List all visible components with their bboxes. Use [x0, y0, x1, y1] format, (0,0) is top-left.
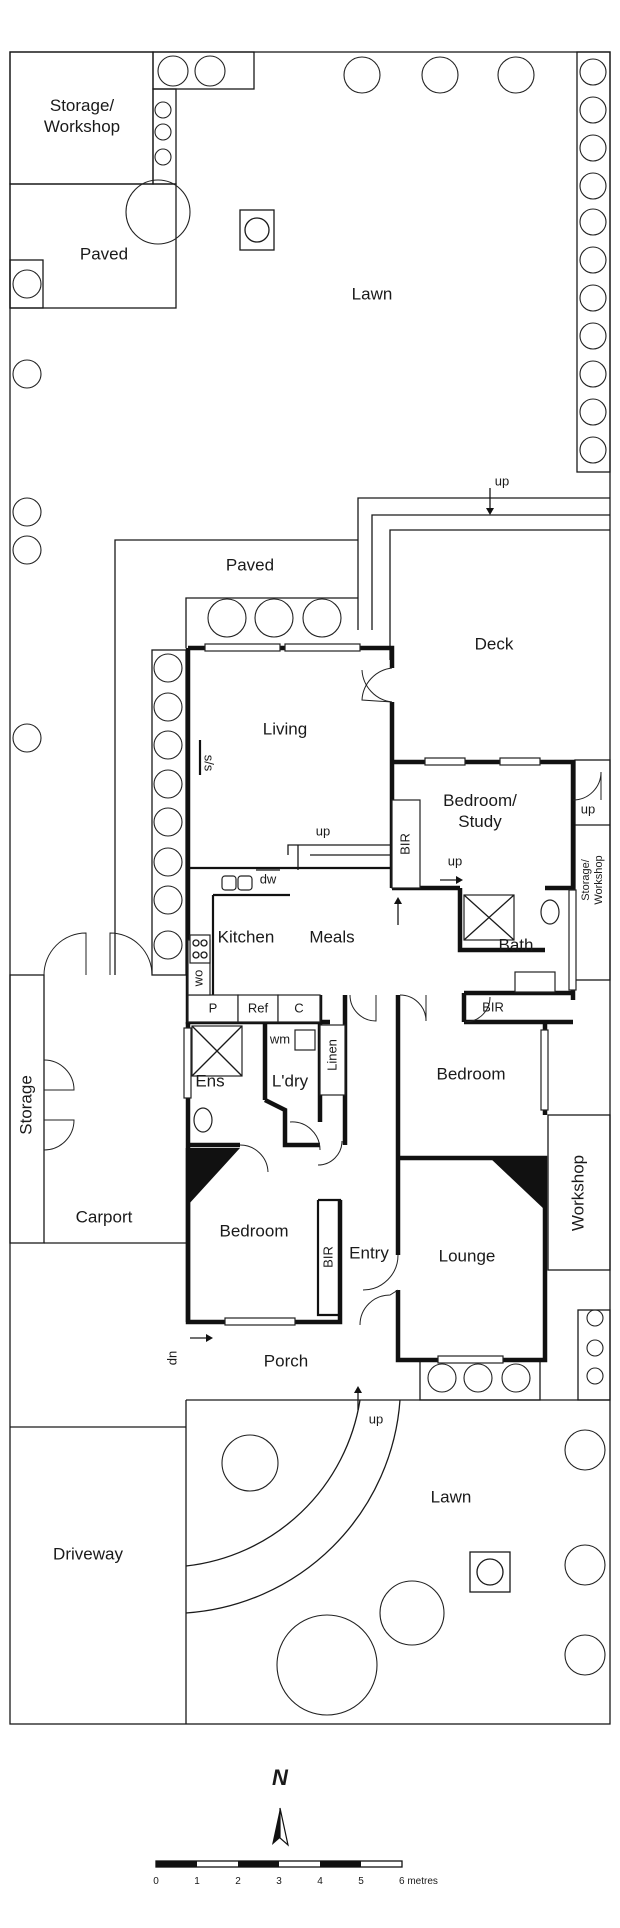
label-storage: Storage	[16, 1075, 35, 1135]
rear-planter-side	[152, 88, 177, 185]
washing-machine	[294, 1029, 316, 1051]
lounge-fireplace	[490, 1158, 545, 1210]
mid-planter-bed	[185, 597, 358, 648]
label-linen: Linen	[324, 1039, 339, 1071]
scale-tick-label: 1	[194, 1876, 200, 1887]
sink-bowl-2	[237, 875, 253, 891]
deck-step-outer	[357, 497, 610, 630]
label-dw: dw	[260, 871, 277, 886]
label-p: P	[209, 1000, 218, 1015]
right-front-planter	[577, 1309, 611, 1401]
label-meals: Meals	[309, 927, 354, 946]
front-fountain-icon	[476, 1558, 504, 1586]
storage-door-2	[43, 1119, 75, 1151]
scale-tick-label: 2	[235, 1876, 241, 1887]
front-planter-bed	[419, 1359, 541, 1401]
label-bir-study: BIR	[397, 833, 412, 855]
scale-tick-label: 0	[153, 1876, 159, 1887]
label-wo: wo	[190, 970, 205, 988]
scale-tick-label: 6 metres	[399, 1876, 438, 1887]
cooktop-icon	[189, 934, 211, 964]
deck-step-inner	[389, 529, 610, 660]
rear-planter-bed	[152, 51, 255, 90]
label-ldry: L'dry	[272, 1071, 309, 1090]
rear-fountain-base	[239, 209, 275, 251]
label-carport: Carport	[76, 1207, 133, 1226]
label-lawn-rear: Lawn	[352, 284, 393, 303]
label-kitchen: Kitchen	[218, 927, 275, 946]
property-boundary	[9, 51, 611, 1725]
scale-bar	[155, 1860, 403, 1868]
label-bir-left: BIR	[320, 1246, 335, 1268]
label-ss: s/s	[202, 755, 217, 772]
label-deck: Deck	[475, 634, 514, 653]
label-lounge: Lounge	[439, 1246, 496, 1265]
study-bir	[391, 799, 421, 889]
label-dn-porch: dn	[164, 1351, 179, 1365]
ens-toilet	[193, 1107, 213, 1133]
label-up-study: up	[448, 853, 462, 868]
label-storage-workshop-rear-text: Storage/Workshop	[44, 96, 120, 136]
rear-fountain-icon	[244, 217, 270, 243]
label-bedroom-left: Bedroom	[220, 1221, 289, 1240]
stair-markers	[190, 488, 610, 1410]
front-fountain-base	[469, 1551, 511, 1593]
storage-side	[9, 974, 45, 1244]
front-path-inner	[185, 1399, 361, 1567]
linen-cupboard	[319, 1024, 346, 1096]
label-ens: Ens	[195, 1071, 224, 1090]
label-porch: Porch	[264, 1351, 308, 1370]
deck-step-mid	[371, 514, 610, 630]
paved-rear-step	[9, 259, 44, 309]
label-bedroom-study: Bedroom/Study	[443, 791, 517, 831]
bath-toilet	[540, 899, 560, 925]
label-c: C	[294, 1000, 303, 1015]
workshop-side	[547, 1114, 611, 1271]
label-up-rear: up	[495, 473, 509, 488]
paved-mid-outline	[114, 539, 358, 975]
label-bath: Bath	[499, 935, 534, 954]
label-storage-workshop-side: Storage/Workshop	[580, 855, 605, 904]
tree-icons	[12, 55, 607, 1716]
label-up-side: up	[581, 801, 595, 816]
paved-rear	[9, 183, 177, 309]
storage-door	[43, 1059, 75, 1091]
label-paved-mid: Paved	[226, 555, 274, 574]
bedroom-fireplace	[188, 1148, 240, 1205]
scale-tick-label: 4	[317, 1876, 323, 1887]
label-up-living: up	[316, 823, 330, 838]
label-living: Living	[263, 719, 307, 738]
windows	[183, 643, 577, 1364]
label-bedroom-right: Bedroom	[437, 1064, 506, 1083]
sink-bowl	[221, 875, 237, 891]
scale-tick-label: 3	[276, 1876, 282, 1887]
side-gate-door-2	[109, 932, 153, 976]
label-wm: wm	[269, 1031, 290, 1046]
doors	[239, 667, 602, 1326]
label-ref: Ref	[248, 1000, 269, 1015]
cupboard-c	[277, 994, 321, 1023]
scale-tick-labels: 0 1 2 3 4 5 6 metres	[153, 1876, 438, 1887]
label-workshop: Workshop	[568, 1155, 587, 1231]
pantry-cupboard	[187, 994, 239, 1023]
label-entry: Entry	[349, 1243, 389, 1262]
label-up-front: up	[369, 1411, 383, 1426]
label-lawn-front: Lawn	[431, 1487, 472, 1506]
front-path-outer	[185, 1399, 401, 1614]
label-driveway: Driveway	[53, 1544, 123, 1563]
right-hedge-bed	[576, 51, 611, 473]
label-paved-rear: Paved	[80, 244, 128, 263]
bath-vanity	[514, 971, 556, 993]
compass-north-label: N	[272, 1765, 289, 1790]
north-arrow-icon	[272, 1807, 289, 1847]
side-gate-door	[43, 932, 87, 976]
scale-tick-label: 5	[358, 1876, 364, 1887]
label-bir-bath: BIR	[482, 999, 504, 1014]
